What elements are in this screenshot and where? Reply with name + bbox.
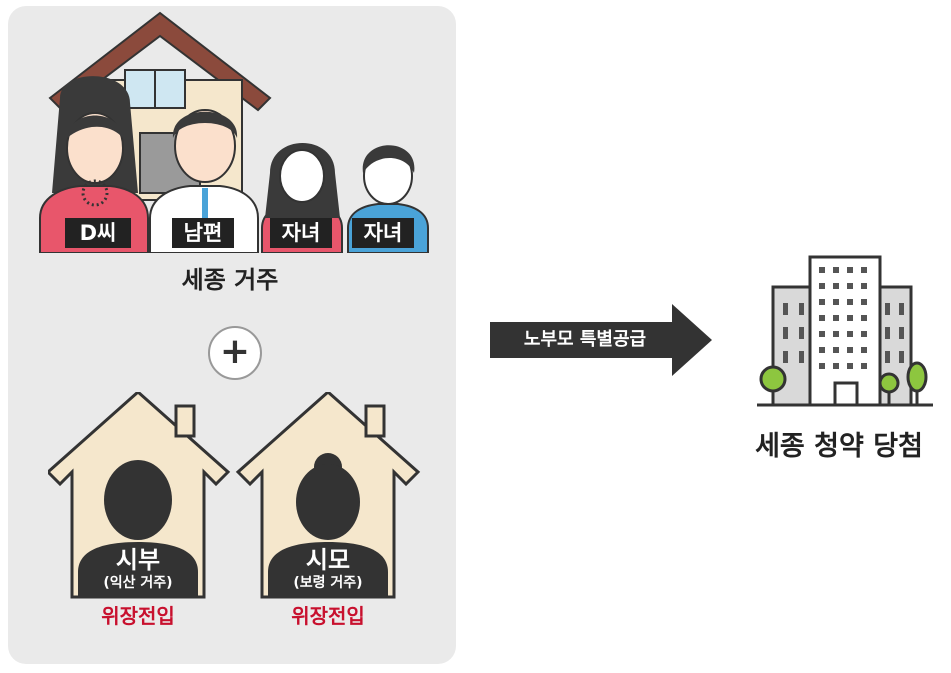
father-residence: (익산 거주) [103, 575, 173, 591]
result-caption: 세종 청약 당첨 [755, 431, 923, 462]
member-label-child-2: 자녀 [352, 218, 414, 248]
family-illustration [39, 11, 429, 253]
father-house-icon [48, 392, 231, 599]
member-label-d: D씨 [65, 218, 131, 248]
father-name: 시부 [115, 546, 161, 574]
father-status: 위장전입 [101, 604, 175, 628]
plus-icon: + [208, 326, 262, 380]
mother-house-icon [235, 392, 421, 599]
family-caption: 세종 거주 [181, 266, 279, 294]
mother-name: 시모 [305, 546, 351, 574]
arrow-label: 노부모 특별공급 [523, 329, 647, 350]
tree-icon [759, 361, 928, 405]
mother-residence: (보령 거주) [293, 575, 363, 591]
member-label-husband: 남편 [172, 218, 234, 248]
mother-status: 위장전입 [291, 604, 365, 628]
parents-illustration [48, 392, 421, 599]
apartment-buildings-icon [757, 255, 933, 407]
member-label-child-1: 자녀 [270, 218, 332, 248]
arrow-icon [490, 304, 712, 376]
